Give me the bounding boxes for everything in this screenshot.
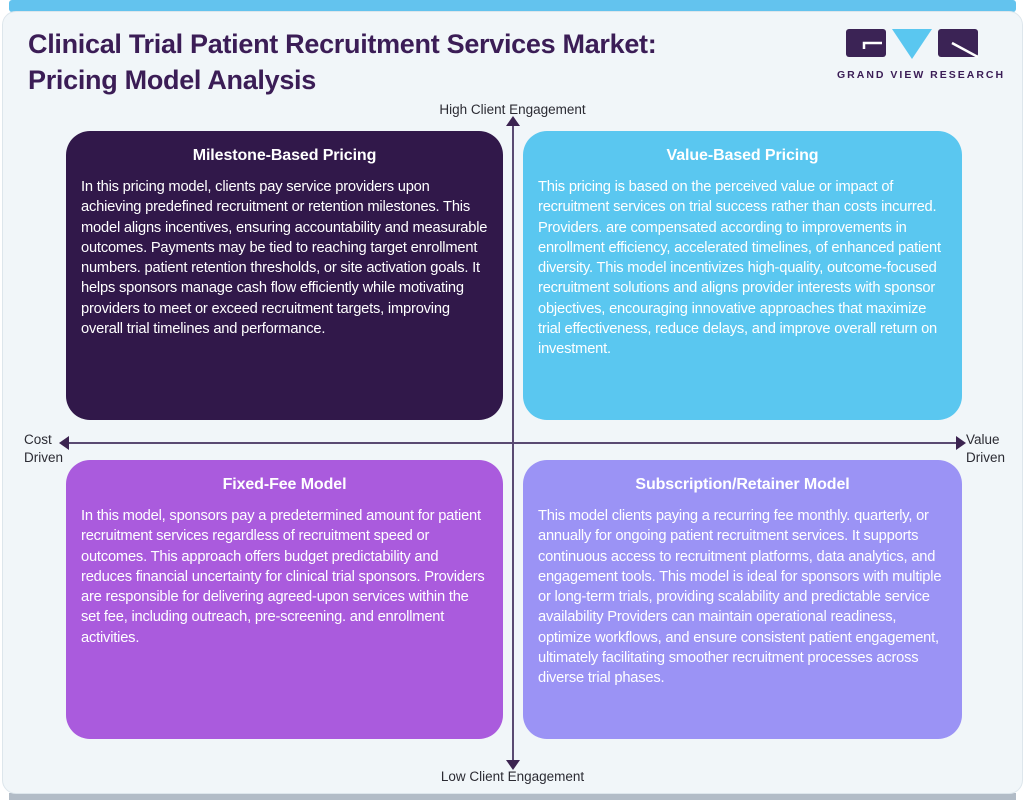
axis-label-cost-line1: Cost [24,432,52,447]
axis-label-cost-line2: Driven [24,450,64,465]
axis-label-low-engagement: Low Client Engagement [440,769,585,784]
arrow-right-icon [956,436,966,450]
axis-label-cost-driven: Cost Driven [24,431,63,467]
quadrant-title: Fixed-Fee Model [222,476,347,493]
quadrant-body: In this model, sponsors pay a predetermi… [81,508,485,646]
quadrant-milestone-based-pricing: Milestone-Based Pricing In this pricing … [66,131,503,420]
axis-label-value-driven: Value Driven [966,431,1005,467]
axis-label-high-engagement: High Client Engagement [439,102,586,117]
axis-label-value-line2: Driven [966,450,1006,465]
quadrant-subscription-retainer-model: Subscription/Retainer Model This model c… [523,460,962,739]
bottom-accent-bar [9,793,1016,800]
page-title-line1: Clinical Trial Patient Recruitment Servi… [28,29,657,59]
quadrant-title: Milestone-Based Pricing [192,147,377,164]
page-title: Clinical Trial Patient Recruitment Servi… [28,26,657,98]
top-accent-bar [9,0,1016,12]
quadrant-body: This model clients paying a recurring fe… [538,508,942,687]
quadrant-title: Subscription/Retainer Model [635,476,850,493]
brand-logo: GRAND VIEW RESEARCH [837,27,1006,81]
gvr-logo-mark-icon [846,29,978,59]
quadrant-body: This pricing is based on the perceived v… [538,179,941,358]
quadrant-body: In this pricing model, clients pay servi… [81,179,488,338]
arrow-up-icon [506,116,520,126]
quadrant-title: Value-Based Pricing [666,147,819,164]
quadrant-fixed-fee-model: Fixed-Fee Model In this model, sponsors … [66,460,503,739]
axis-label-value-line1: Value [966,432,1000,447]
page-title-line2: Pricing Model Analysis [28,65,316,95]
brand-name: GRAND VIEW RESEARCH [837,69,1006,81]
arrow-down-icon [506,760,520,770]
arrow-left-icon [59,436,69,450]
quadrant-value-based-pricing: Value-Based Pricing This pricing is base… [523,131,962,420]
horizontal-axis-line [68,442,956,444]
